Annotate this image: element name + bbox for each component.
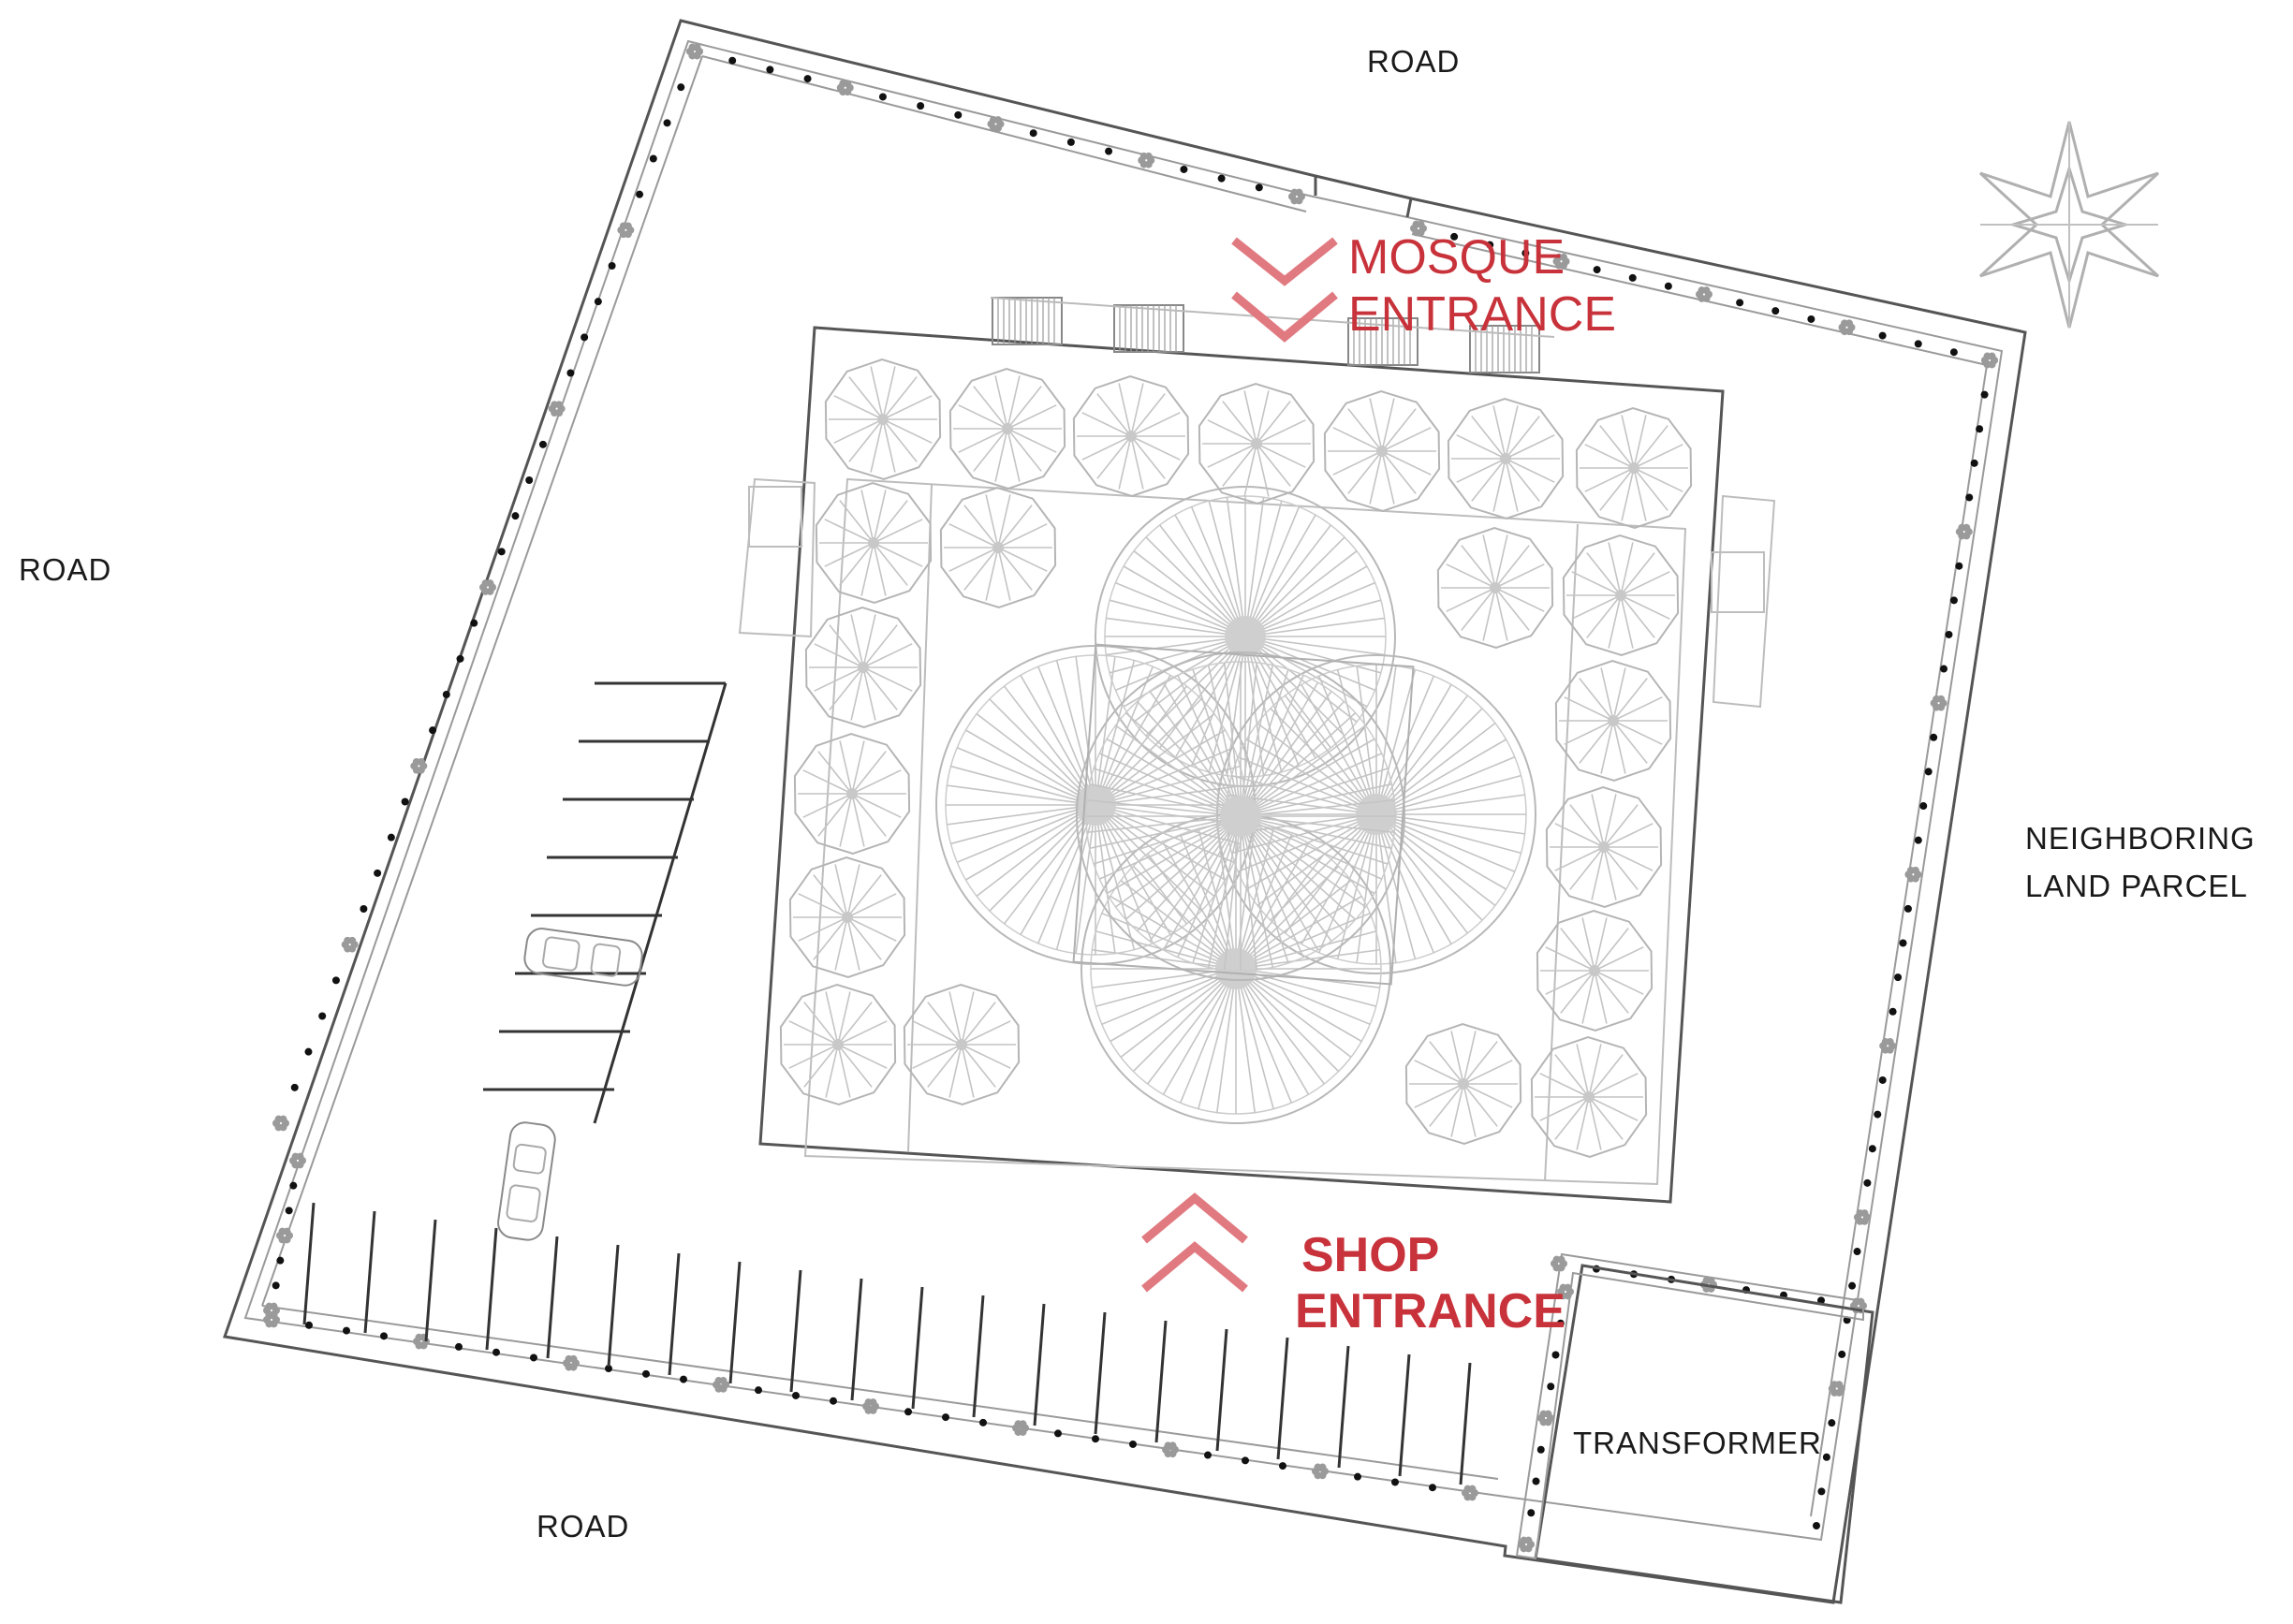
tree-icon <box>903 983 1021 1106</box>
hedge <box>1537 1410 1554 1426</box>
tree-icon <box>1198 382 1316 505</box>
tree-icon <box>815 481 933 605</box>
courtyard-trees <box>779 358 1693 1159</box>
hedge <box>1879 1038 1897 1054</box>
tree-icon <box>1575 406 1693 530</box>
hedge <box>686 43 703 60</box>
car-icon <box>523 928 643 987</box>
hedge <box>1410 220 1427 237</box>
entrance-steps <box>990 297 1555 373</box>
tree-icon <box>1554 659 1672 783</box>
tree-icon <box>1404 1022 1522 1146</box>
hedge <box>836 80 854 96</box>
hedge <box>987 116 1005 132</box>
hedge <box>862 1398 879 1414</box>
hedge <box>1288 188 1305 205</box>
car-icon <box>497 1121 556 1241</box>
tree-icon <box>1436 526 1554 650</box>
hedge <box>1552 253 1570 270</box>
neighboring-parcel-label: LAND PARCEL <box>2025 869 2248 903</box>
neighboring-parcel-label: NEIGHBORING <box>2025 821 2256 856</box>
hedge <box>1162 1441 1179 1458</box>
hedge <box>276 1227 293 1244</box>
tree-icon <box>793 732 911 856</box>
hedge <box>1904 866 1922 883</box>
hedge <box>713 1377 729 1393</box>
step-block <box>1113 304 1184 353</box>
hedge <box>617 222 635 239</box>
hedge <box>1518 1536 1535 1553</box>
tree-icon <box>1562 534 1680 657</box>
hedge <box>1981 352 1998 369</box>
hedge <box>341 936 359 953</box>
hedge <box>410 758 428 774</box>
hedge <box>1828 1381 1845 1397</box>
road-label-left: ROAD <box>19 552 111 587</box>
transformer-enclosure <box>1515 1252 1874 1604</box>
hedge <box>1955 523 1973 540</box>
hedge <box>1696 286 1712 302</box>
tree-icon <box>939 486 1057 609</box>
dome <box>1216 654 1536 974</box>
tree-icon <box>948 367 1066 490</box>
parking-spaces <box>302 681 1472 1485</box>
mosque-entrance-label: ENTRANCE <box>1348 287 1616 342</box>
hedge <box>1138 152 1155 168</box>
tree-icon <box>804 606 922 729</box>
hedge <box>1312 1463 1329 1480</box>
hedge <box>272 1115 289 1132</box>
tree-icon <box>779 983 897 1106</box>
north-star-icon <box>1978 121 2160 329</box>
shop-entrance-label: SHOP <box>1301 1228 1439 1282</box>
tree-icon <box>788 856 906 979</box>
tree-icon <box>1536 909 1654 1032</box>
tree-icon <box>1072 374 1190 498</box>
hedge <box>1462 1485 1478 1501</box>
hedge <box>563 1354 580 1371</box>
road-label-bottom: ROAD <box>537 1509 629 1544</box>
hedge <box>1853 1209 1871 1225</box>
tree-icon <box>1323 389 1441 513</box>
site-boundary <box>222 19 2027 1604</box>
tree-icon <box>1545 785 1663 909</box>
hedge <box>1838 319 1856 336</box>
hedge <box>289 1152 306 1169</box>
shop-entrance-arrow-icon <box>1141 1192 1248 1293</box>
boundary-lights <box>263 43 1998 1553</box>
hedge <box>479 579 496 595</box>
shop-entrance-label: ENTRANCE <box>1295 1284 1565 1339</box>
hedge <box>1012 1420 1029 1436</box>
mosque-entrance-label: MOSQUE <box>1348 230 1565 285</box>
hedge <box>1930 695 1948 711</box>
tree-icon <box>1530 1035 1648 1159</box>
tree-icon <box>824 358 942 481</box>
domes <box>935 486 1536 1124</box>
tree-icon <box>1447 397 1565 520</box>
mosque-entrance-arrow-icon <box>1231 237 1338 343</box>
hedge <box>548 401 566 417</box>
dome <box>1076 651 1405 981</box>
step-block <box>992 297 1063 345</box>
transformer-label: TRANSFORMER <box>1573 1426 1822 1460</box>
road-label-top: ROAD <box>1367 44 1460 79</box>
hedge <box>263 1311 280 1328</box>
